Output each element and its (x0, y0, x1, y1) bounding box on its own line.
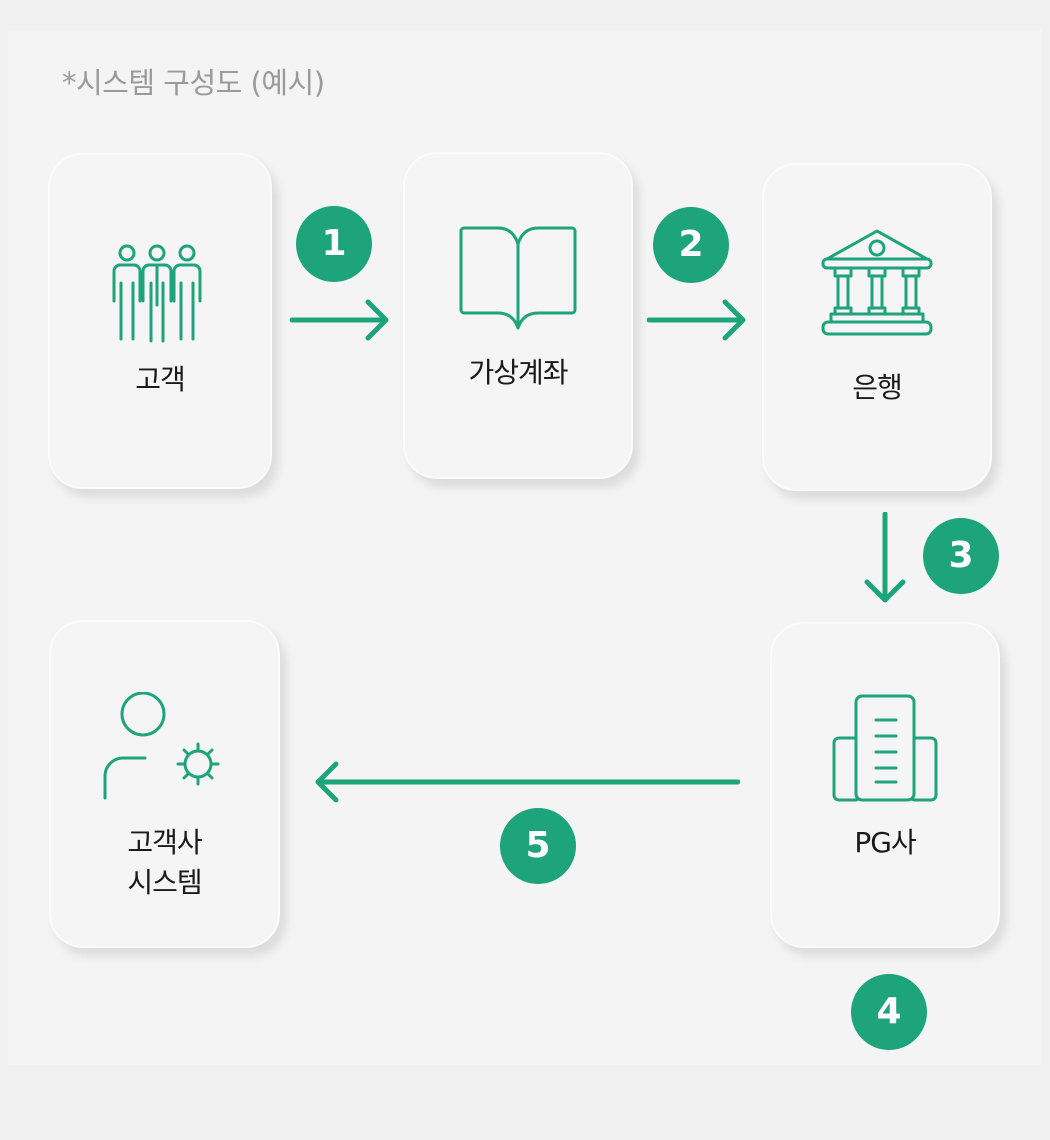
step-badge-4: 4 (851, 974, 927, 1050)
node-label: 가상계좌 (468, 356, 568, 389)
arrow-right-2 (647, 298, 749, 342)
arrow-left-5 (312, 760, 740, 804)
node-bank: 은행 (762, 163, 992, 491)
diagram-title: *시스템 구성도 (예시) (62, 66, 325, 100)
arrow-down-3 (863, 512, 907, 606)
step-badge-3: 3 (923, 518, 999, 594)
node-pg: PG사 (770, 622, 1000, 948)
step-badge-1: 1 (296, 206, 372, 282)
node-label-line1: 고객사 (127, 826, 202, 859)
people-group-icon (105, 243, 215, 343)
arrow-right-1 (290, 298, 392, 342)
node-customer: 고객 (48, 153, 272, 489)
node-label: 은행 (852, 371, 903, 404)
node-label-line2: 시스템 (127, 866, 202, 899)
node-client-system: 고객사 시스템 (49, 620, 280, 948)
open-book-icon (458, 224, 578, 334)
node-label: PG사 (854, 826, 916, 859)
bank-icon (819, 229, 935, 339)
step-badge-5: 5 (500, 808, 576, 884)
node-label: 고객 (135, 363, 186, 396)
node-virtual-account: 가상계좌 (403, 152, 633, 479)
building-icon (830, 694, 940, 804)
user-gear-icon (103, 692, 227, 802)
step-badge-2: 2 (653, 207, 729, 283)
